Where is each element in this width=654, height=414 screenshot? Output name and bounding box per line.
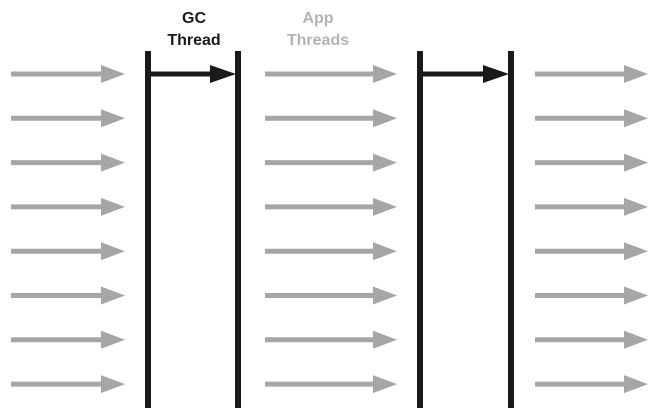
gc-thread-arrow: [148, 65, 236, 83]
app-thread-arrow: [535, 330, 648, 349]
app-thread-arrow: [11, 153, 125, 172]
gc-pause: [145, 51, 241, 408]
app-thread-arrow: [535, 375, 648, 394]
app-thread-arrow: [535, 65, 648, 83]
app-thread-arrow: [265, 153, 397, 172]
app-thread-arrow: [265, 375, 397, 394]
app-thread-arrow: [11, 242, 125, 261]
app-thread-arrow: [265, 109, 397, 128]
app-thread-arrow: [535, 242, 648, 261]
app-thread-arrow: [11, 65, 125, 83]
app-thread-arrow: [11, 197, 125, 216]
app-thread-arrow: [11, 375, 125, 394]
gc-pauses: [145, 51, 514, 408]
app-thread-arrow: [265, 330, 397, 349]
gc-thread-label-line2: Thread: [167, 32, 220, 49]
gc-pause: [417, 51, 514, 408]
app-thread-arrow: [265, 286, 397, 305]
app-thread-arrow: [535, 197, 648, 216]
app-thread-arrow: [535, 153, 648, 172]
app-thread-arrow: [11, 330, 125, 349]
app-threads-label-line2: Threads: [287, 32, 349, 49]
app-thread-arrow: [265, 242, 397, 261]
gc-thread-arrow: [420, 65, 509, 83]
app-threads-label-line1: App: [302, 10, 333, 27]
app-thread-arrow: [535, 109, 648, 128]
app-thread-arrow: [11, 109, 125, 128]
app-thread-arrow: [11, 286, 125, 305]
app-thread-arrow: [535, 286, 648, 305]
app-thread-arrow: [265, 197, 397, 216]
app-thread-arrows: [11, 65, 648, 394]
gc-thread-label-line1: GC: [182, 10, 206, 27]
app-thread-arrow: [265, 65, 397, 83]
